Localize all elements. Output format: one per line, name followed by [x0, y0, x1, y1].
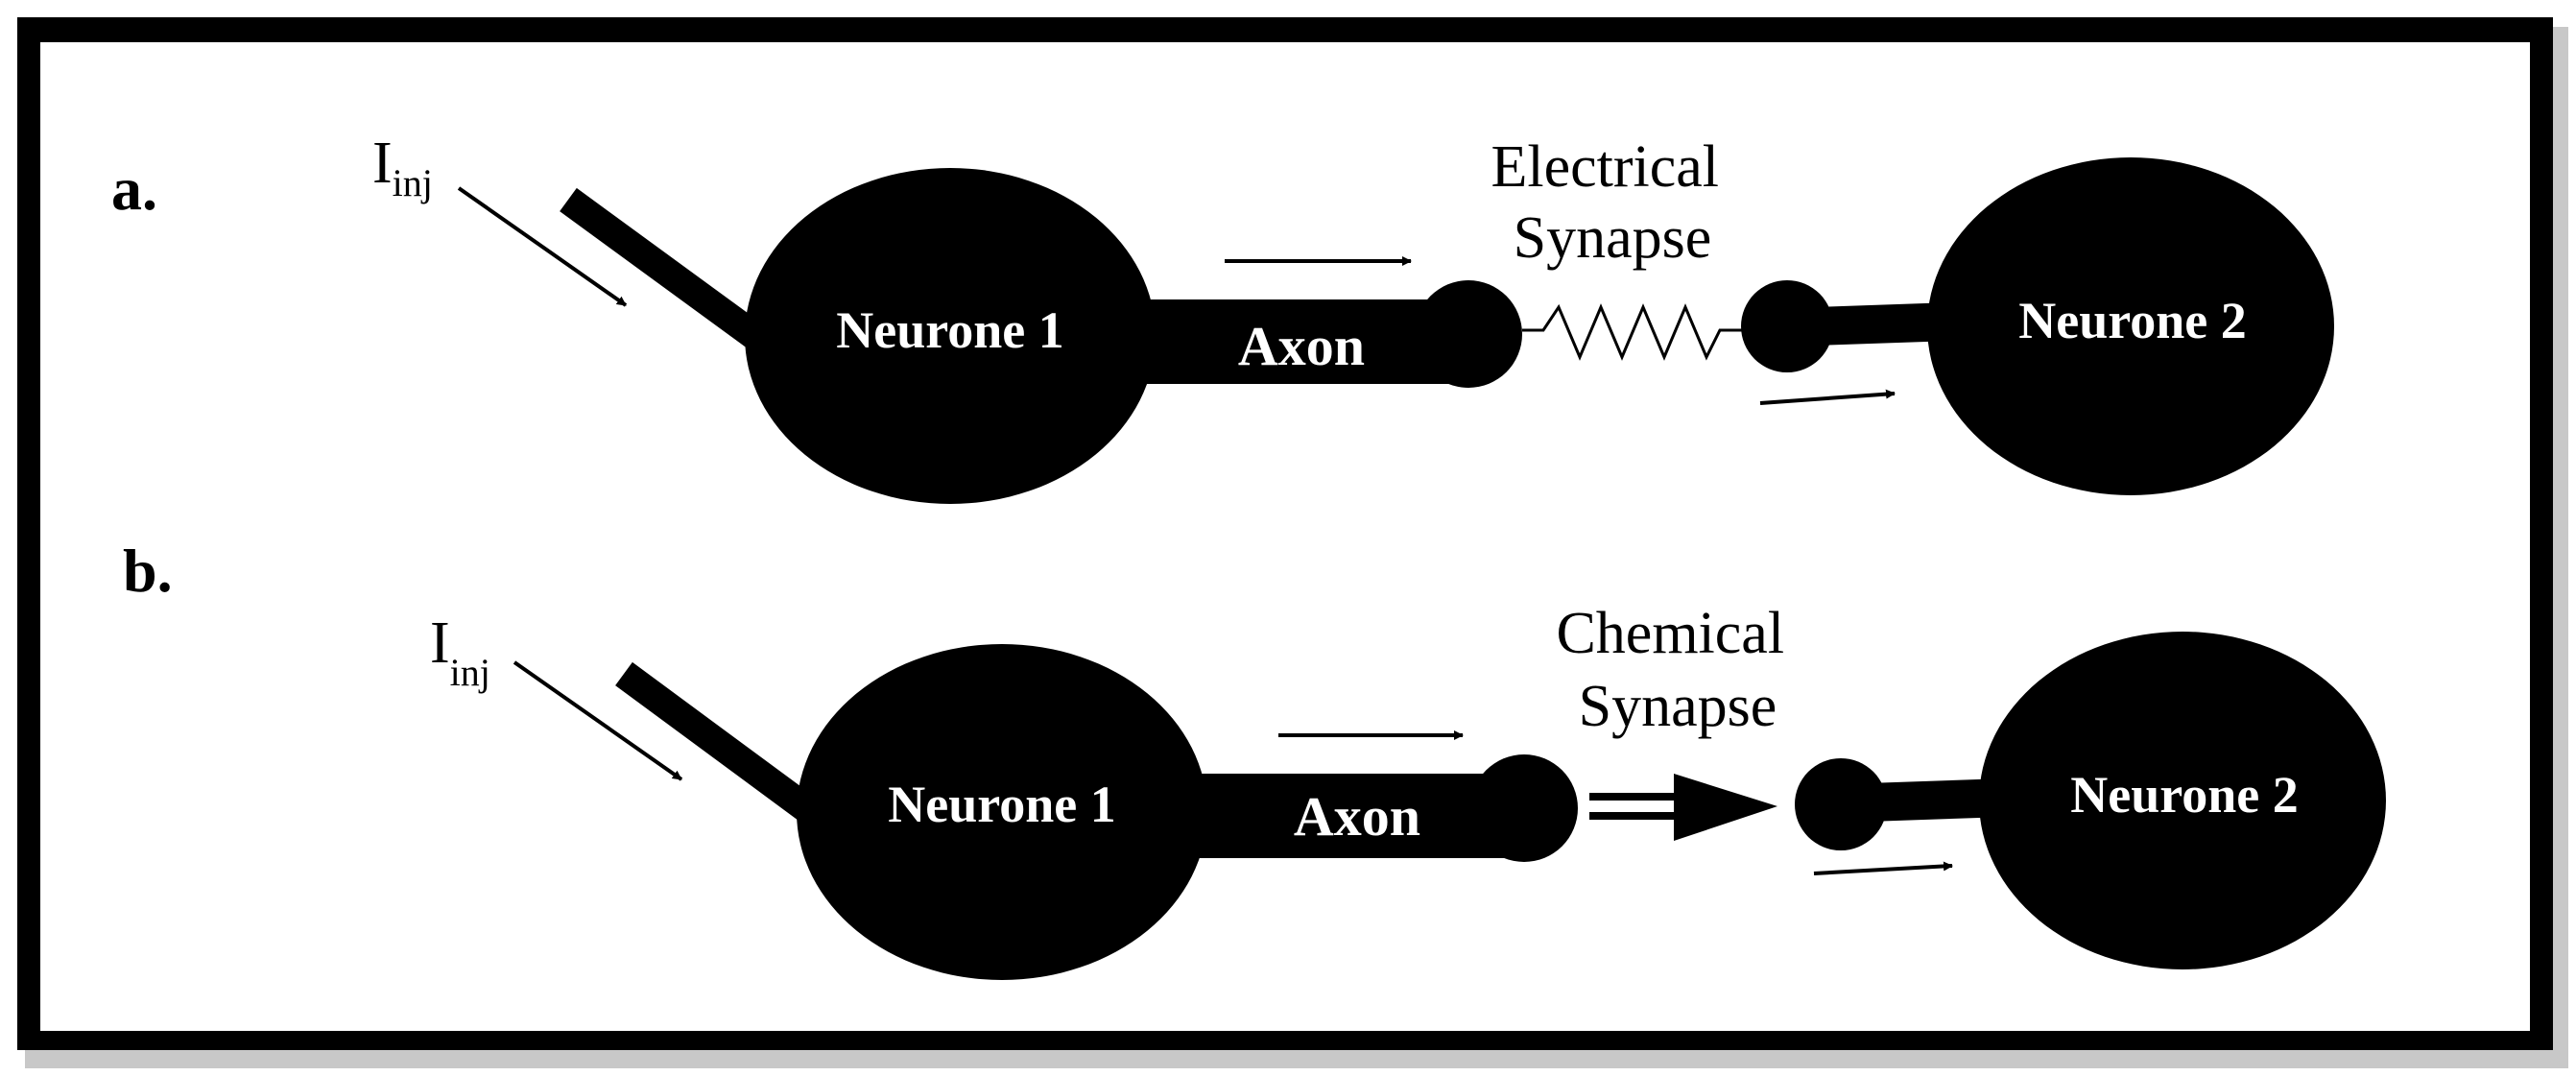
panel-b: b. Iinj Neurone 1 Axon Chemical Synapse …	[123, 537, 2386, 980]
injected-current-label: Iinj	[372, 131, 433, 204]
panel-label: b.	[123, 537, 173, 605]
dendrite-stub	[615, 661, 830, 832]
neurone-2-label: Neurone 2	[2018, 292, 2247, 349]
postsynaptic-arrow	[1813, 861, 1953, 875]
neurone-2-soma	[1979, 632, 2386, 969]
axon-label: Axon	[1294, 785, 1420, 848]
synapse-label: Chemical Synapse	[1556, 601, 1799, 739]
postsynaptic-bouton	[1741, 280, 1833, 372]
neurone-1-label: Neurone 1	[888, 776, 1116, 833]
synapse-label-line2: Synapse	[1579, 674, 1777, 739]
neurone-1-soma	[797, 644, 1207, 980]
transmitter-line-bottom	[1589, 812, 1682, 820]
neurone-1-label: Neurone 1	[836, 301, 1064, 359]
dendrite-stub	[560, 187, 776, 358]
axon-terminal	[1470, 754, 1578, 862]
synapse-label-line2: Synapse	[1514, 205, 1712, 271]
neurone-2-soma	[1927, 157, 2334, 495]
gap-junction-spring	[1522, 303, 1745, 361]
transmitter-arrowhead	[1674, 774, 1777, 841]
synapse-label-line1: Chemical	[1556, 601, 1784, 666]
postsynaptic-arrow	[1759, 389, 1896, 405]
neurone-1-soma	[745, 168, 1156, 504]
current-symbol: I	[372, 131, 393, 196]
current-symbol: I	[430, 610, 450, 676]
panel-a: a. Iinj Neurone 1 Axon Electrical Synaps…	[111, 131, 2334, 504]
neurone-2-label: Neurone 2	[2070, 766, 2299, 824]
current-subscript: inj	[450, 651, 490, 694]
transmitter-line-top	[1589, 793, 1682, 801]
panel-label: a.	[111, 155, 157, 223]
postsynaptic-bouton	[1795, 758, 1887, 850]
dendrite-neck	[1846, 778, 2001, 823]
axon-terminal	[1415, 280, 1522, 388]
current-subscript: inj	[393, 161, 433, 204]
injection-arrow	[457, 186, 628, 307]
synapse-label-line1: Electrical	[1491, 134, 1720, 200]
injection-arrow	[513, 660, 683, 781]
dendrite-neck	[1792, 302, 1947, 347]
synapse-label: Electrical Synapse	[1491, 134, 1734, 271]
axon-label: Axon	[1238, 315, 1365, 377]
injected-current-label: Iinj	[430, 610, 490, 694]
